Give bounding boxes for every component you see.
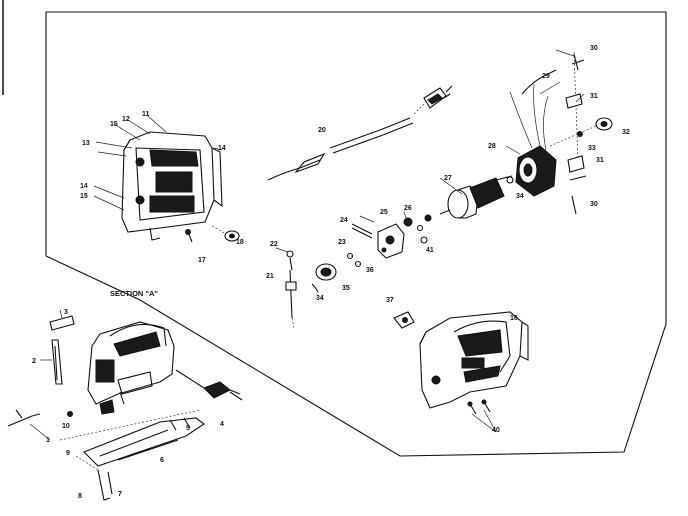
section-a-border <box>45 11 667 457</box>
callout-2: 2 <box>32 358 36 365</box>
callout-35: 34 <box>316 295 324 302</box>
callout-28: 28 <box>488 143 496 150</box>
callout-30b: 30 <box>590 201 598 208</box>
callout-29: 29 <box>542 73 550 80</box>
callout-26: 26 <box>404 205 412 212</box>
callout-16b: 16 <box>510 315 518 322</box>
nameplate-3 <box>49 315 75 331</box>
clip-38 <box>393 311 415 329</box>
callout-5: 5 <box>186 425 190 432</box>
leader-lines <box>29 49 585 441</box>
callout-32: 32 <box>622 129 630 136</box>
armature-27 <box>424 175 513 222</box>
pin-24 <box>351 223 373 239</box>
callout-17: 17 <box>198 257 206 264</box>
callout-4: 4 <box>220 421 224 428</box>
callout-9: 9 <box>66 450 70 457</box>
callout-13: 13 <box>82 140 90 147</box>
callout-31a: 31 <box>590 93 598 100</box>
callout-10: 10 <box>62 423 70 430</box>
callout-27: 27 <box>444 175 452 182</box>
screw-17 <box>185 229 193 243</box>
callout-24: 24 <box>340 217 348 224</box>
power-cord <box>267 85 453 181</box>
callout-3: 3 <box>64 309 68 316</box>
callout-31b: 31 <box>596 157 604 164</box>
callout-23: 23 <box>338 239 346 246</box>
callout-22: 22 <box>270 241 278 248</box>
callout-25: 25 <box>380 209 388 216</box>
callout-14b: 14 <box>80 183 88 190</box>
callout-18: 18 <box>236 239 244 246</box>
cord-set-plug <box>175 369 243 401</box>
callout-12: 12 <box>122 116 130 123</box>
callout-37: 36 <box>366 267 374 274</box>
callout-14a: 14 <box>218 145 226 152</box>
section-title: SECTION "A" <box>110 289 158 298</box>
callout-36: 35 <box>342 285 350 292</box>
saw-blade-2 <box>51 339 63 385</box>
blade-guide <box>75 455 113 501</box>
washer-18 <box>211 225 240 242</box>
washer-37 <box>354 260 362 268</box>
callout-21: 21 <box>266 273 274 280</box>
callout-30a: 30 <box>590 45 598 52</box>
callout-20: 20 <box>318 127 326 134</box>
bearing-26 <box>403 217 424 232</box>
callout-33: 33 <box>588 145 596 152</box>
motor-wire-29 <box>521 69 557 95</box>
front-housing <box>419 311 529 409</box>
assembled-jigsaw <box>87 321 175 415</box>
rear-housing <box>121 131 223 241</box>
screws-40 <box>467 399 491 415</box>
washer-23 <box>346 252 354 260</box>
callout-8: 8 <box>78 493 82 500</box>
end-cap-32 <box>549 117 613 147</box>
callout-1: 1 <box>46 437 50 444</box>
spring-35 <box>311 283 319 293</box>
callout-40: 40 <box>492 427 500 434</box>
callout-15b: 15 <box>80 193 88 200</box>
hex-wrench-1 <box>7 409 41 427</box>
blade-clamp-shaft-21 <box>285 269 297 329</box>
screw-10 <box>67 411 73 417</box>
washer-41 <box>420 236 428 244</box>
motor-field-28 <box>509 83 557 197</box>
callout-15a: 15 <box>110 121 118 128</box>
cam-gear-36 <box>315 263 337 281</box>
brush-assembly-upper <box>565 51 585 161</box>
callout-34: 34 <box>516 193 524 200</box>
callout-7: 7 <box>118 491 122 498</box>
gear-plate-25 <box>377 223 405 259</box>
washer-34 <box>506 176 514 184</box>
callout-41: 41 <box>426 247 434 254</box>
brush-assembly-lower <box>567 155 587 215</box>
callout-38: 37 <box>386 297 394 304</box>
callout-6: 6 <box>160 457 164 464</box>
callout-11: 11 <box>142 111 150 118</box>
plunger-22 <box>286 250 294 271</box>
base-shoe <box>59 409 205 467</box>
